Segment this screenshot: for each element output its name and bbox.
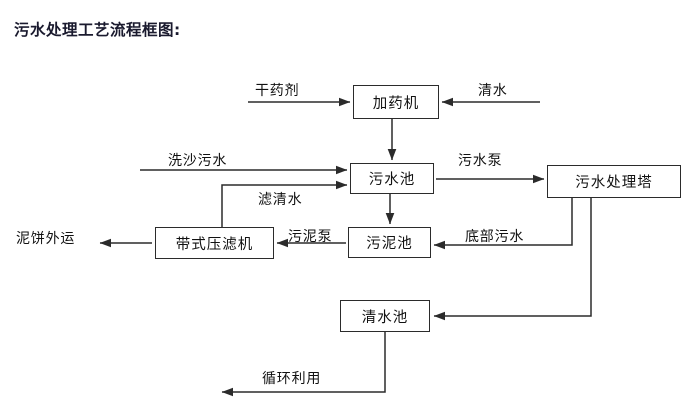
node-label-belt-filter-press: 带式压滤机 bbox=[175, 236, 254, 253]
edge-label-wastewater-pump: 污水泵 bbox=[458, 153, 503, 169]
node-treatment-tower[interactable]: 污水处理塔 bbox=[547, 165, 681, 198]
node-dosing-machine[interactable]: 加药机 bbox=[353, 85, 439, 119]
edge-bottom-wastewater-to-sludge-pool bbox=[433, 198, 573, 250]
edge-clean-water-pool-to-recycle bbox=[221, 332, 386, 397]
edge-label-sand-wash-wastewater: 洗沙污水 bbox=[168, 153, 228, 169]
terminal-label-mud-cake-transport: 泥饼外运 bbox=[16, 231, 76, 247]
node-label-wastewater-pool: 污水池 bbox=[368, 172, 416, 188]
page-title: 污水处理工艺流程框图: bbox=[14, 21, 181, 39]
edge-label-sludge-pump: 污泥泵 bbox=[288, 229, 333, 245]
edge-label-clean-water-in: 清水 bbox=[478, 83, 508, 99]
edge-filtered-water-to-wastewater-pool bbox=[221, 180, 348, 227]
node-wastewater-pool[interactable]: 污水池 bbox=[350, 163, 434, 194]
terminal-label-recycle-reuse: 循环利用 bbox=[262, 371, 322, 387]
edge-label-bottom-wastewater: 底部污水 bbox=[465, 229, 525, 245]
node-label-treatment-tower: 污水处理塔 bbox=[575, 175, 653, 191]
node-label-sludge-pool: 污泥池 bbox=[366, 236, 413, 252]
node-clean-water-pool[interactable]: 清水池 bbox=[340, 300, 430, 332]
node-label-clean-water-pool: 清水池 bbox=[361, 309, 409, 326]
node-belt-filter-press[interactable]: 带式压滤机 bbox=[155, 227, 274, 259]
edge-label-dry-chemical: 干药剂 bbox=[255, 83, 300, 99]
edge-label-filtered-clear-water: 滤清水 bbox=[258, 192, 303, 208]
node-label-dosing-machine: 加药机 bbox=[372, 95, 420, 112]
node-sludge-pool[interactable]: 污泥池 bbox=[348, 227, 431, 258]
edge-treatment-tower-to-clean-water-pool bbox=[433, 198, 592, 321]
